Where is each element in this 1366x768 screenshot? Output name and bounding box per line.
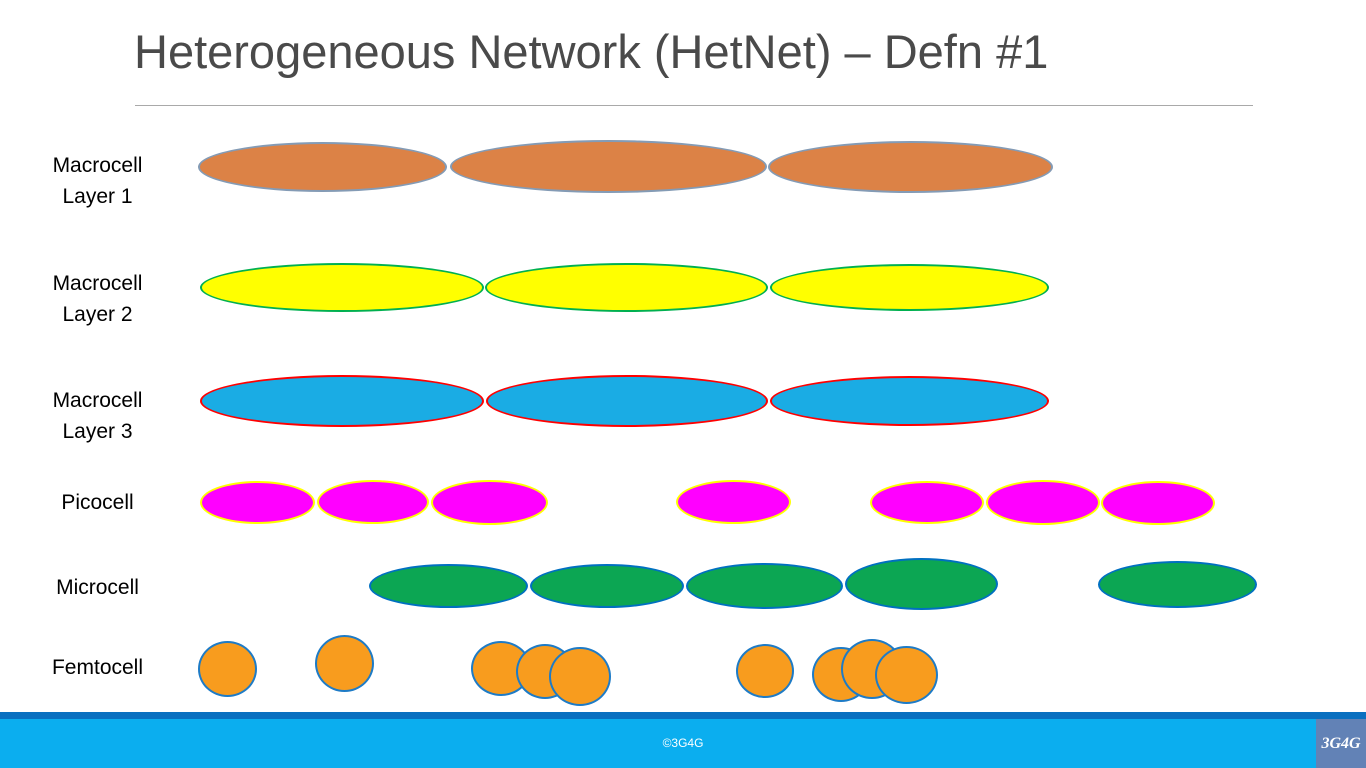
label-microcell: Microcell (15, 572, 180, 603)
footer-bar (0, 719, 1366, 768)
microcell-ellipse (530, 564, 684, 608)
picocell-ellipse (200, 481, 315, 524)
label-picocell-line: Picocell (61, 491, 134, 514)
label-femtocell-line: Femtocell (51, 656, 144, 679)
macrocell-layer-2-ellipse (770, 264, 1049, 311)
microcell-ellipse (1098, 561, 1257, 608)
macrocell-layer-1-ellipse (768, 141, 1053, 193)
macrocell-layer-2-ellipse (485, 263, 768, 312)
microcell-ellipse (369, 564, 528, 608)
picocell-ellipse (317, 480, 429, 524)
label-macrocell-layer-1-line: Layer 1 (62, 185, 133, 208)
picocell-ellipse (431, 480, 548, 525)
macrocell-layer-1-ellipse (198, 142, 447, 192)
label-macrocell-layer-1-line: Macrocell (52, 154, 143, 177)
macrocell-layer-3-ellipse (486, 375, 768, 427)
label-picocell: Picocell (15, 487, 180, 518)
femtocell-ellipse (736, 644, 794, 698)
label-femtocell: Femtocell (15, 652, 180, 683)
microcell-ellipse (686, 563, 843, 609)
label-microcell-line: Microcell (56, 576, 139, 599)
page-title: Heterogeneous Network (HetNet) – Defn #1 (134, 25, 1049, 78)
label-macrocell-layer-3-line: Layer 3 (62, 420, 133, 443)
picocell-ellipse (1101, 481, 1215, 525)
femtocell-ellipse (549, 647, 611, 706)
footer-copyright: ©3G4G (662, 736, 704, 750)
macrocell-layer-3-ellipse (200, 375, 484, 427)
macrocell-layer-1-ellipse (450, 140, 767, 193)
macrocell-layer-3-ellipse (770, 376, 1049, 426)
femtocell-ellipse (875, 646, 938, 704)
femtocell-ellipse (198, 641, 257, 697)
title-underline (135, 105, 1253, 106)
picocell-ellipse (986, 480, 1100, 525)
label-macrocell-layer-2-line: Macrocell (52, 272, 143, 295)
femtocell-ellipse (315, 635, 374, 692)
footer-stripe (0, 712, 1366, 719)
macrocell-layer-2-ellipse (200, 263, 484, 312)
label-macrocell-layer-3-line: Macrocell (52, 389, 143, 412)
label-macrocell-layer-2-line: Layer 2 (62, 303, 133, 326)
picocell-ellipse (870, 481, 984, 524)
microcell-ellipse (845, 558, 998, 610)
picocell-ellipse (676, 480, 791, 524)
footer-logo: 3G4G (1316, 719, 1366, 768)
